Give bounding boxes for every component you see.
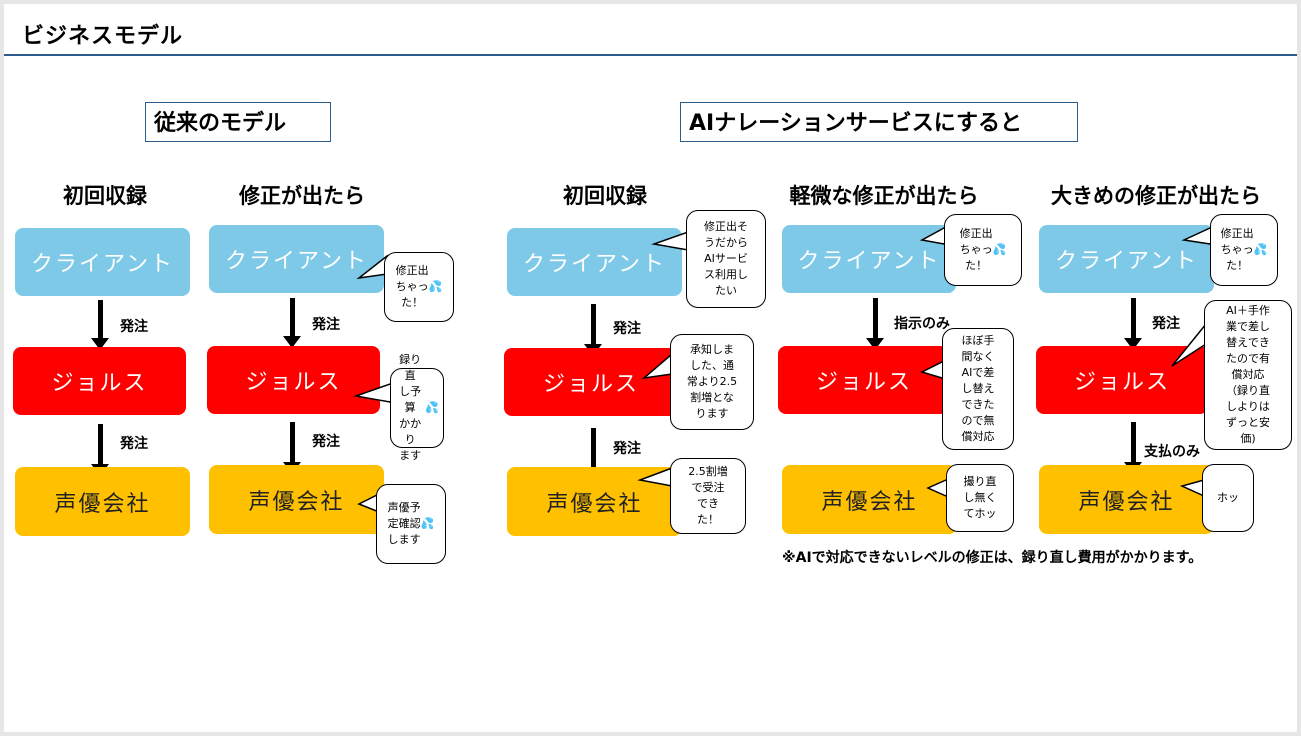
arrow-shaft [290, 298, 295, 336]
jols-box: ジョルス [207, 346, 380, 414]
arrow-label: 支払のみ [1144, 444, 1200, 460]
arrow-shaft [1131, 298, 1136, 338]
arrow-shaft [873, 298, 878, 338]
slide-title: ビジネスモデル [22, 24, 184, 49]
speech-bubble: 修正出そ うだから AIサービ ス利用し たい [686, 210, 766, 308]
column-heading: 初回収録 [63, 184, 147, 208]
voice-company-box: 声優会社 [782, 465, 957, 534]
footnote: ※AIで対応できないレベルの修正は、録り直し費用がかかります。 [782, 550, 1203, 566]
arrow-label: 発注 [312, 434, 340, 450]
arrow-shaft [98, 300, 103, 338]
voice-company-box: 声優会社 [209, 465, 384, 534]
bubble-tail [637, 466, 674, 487]
column-heading: 修正が出たら [239, 184, 365, 208]
bubble-tail [926, 478, 948, 498]
sweat-drops-icon: 💦 [1253, 243, 1268, 257]
sweat-drops-icon: 💦 [428, 280, 443, 294]
arrow-shaft [290, 422, 295, 462]
arrow-label: 発注 [120, 436, 148, 452]
speech-bubble: 2.5割増 で受注 でき た！ [670, 458, 746, 534]
jols-box: ジョルス [778, 346, 950, 414]
speech-bubble: AI＋手作 業で差し 替えでき たので有 償対応 （録り直 しよりは ずっと安 … [1204, 300, 1292, 450]
arrow-shaft [591, 428, 596, 468]
speech-bubble: 声優予 定確認 します💦 [376, 484, 446, 564]
sweat-drops-icon: 💦 [425, 401, 439, 415]
client-box: クライアント [1039, 225, 1214, 293]
speech-bubble: 修正出 ちゃっ た！💦 [384, 252, 454, 322]
speech-bubble: 修正出 ちゃっ た！💦 [1210, 214, 1278, 286]
bubble-tail [353, 382, 392, 403]
arrow-shaft [98, 424, 103, 464]
bubble-tail [651, 230, 690, 251]
sweat-drops-icon: 💦 [420, 517, 435, 531]
speech-bubble: 承知しま した、通 常より2.5 割増とな ります [670, 334, 754, 430]
bubble-tail [919, 226, 946, 245]
client-box: クライアント [15, 228, 190, 296]
client-box: クライアント [209, 225, 384, 293]
bubble-tail [919, 360, 944, 380]
client-box: クライアント [507, 228, 682, 296]
sweat-drops-icon: 💦 [992, 243, 1007, 257]
arrow-label: 発注 [120, 319, 148, 335]
arrow-shaft [591, 304, 596, 344]
column-heading: 軽微な修正が出たら [789, 184, 979, 208]
speech-bubble: ホッ [1202, 464, 1254, 532]
slide: ビジネスモデル 従来のモデル AIナレーションサービスにすると 初回収録 クライ… [4, 4, 1297, 732]
speech-bubble: 録り直 し予算 かかり ます💦 [390, 353, 444, 462]
arrow-label: 発注 [613, 441, 641, 457]
jols-box: ジョルス [13, 347, 186, 415]
voice-company-box: 声優会社 [15, 467, 190, 536]
arrow-shaft [1131, 422, 1136, 462]
arrow-label: 発注 [312, 317, 340, 333]
column-heading: 初回収録 [563, 184, 647, 208]
client-box: クライアント [782, 225, 956, 293]
speech-bubble: ほぼ手 間なく AIで差 し替え できた ので無 償対応 [942, 328, 1014, 450]
bubble-tail [1171, 321, 1208, 367]
speech-bubble: 修正出 ちゃっ た！💦 [944, 214, 1022, 286]
jols-box: ジョルス [504, 348, 678, 416]
arrow-head-icon [283, 336, 301, 348]
arrow-label: 発注 [1152, 316, 1180, 332]
arrow-label: 指示のみ [894, 316, 950, 332]
section-label-traditional: 従来のモデル [145, 102, 331, 142]
section-label-ai: AIナレーションサービスにすると [680, 102, 1078, 142]
voice-company-box: 声優会社 [1039, 465, 1214, 534]
arrow-label: 発注 [613, 321, 641, 337]
speech-bubble: 撮り直 し無く てホッ [946, 464, 1014, 532]
column-heading: 大きめの修正が出たら [1051, 184, 1261, 208]
title-rule [4, 54, 1297, 56]
bubble-tail [1181, 226, 1212, 245]
